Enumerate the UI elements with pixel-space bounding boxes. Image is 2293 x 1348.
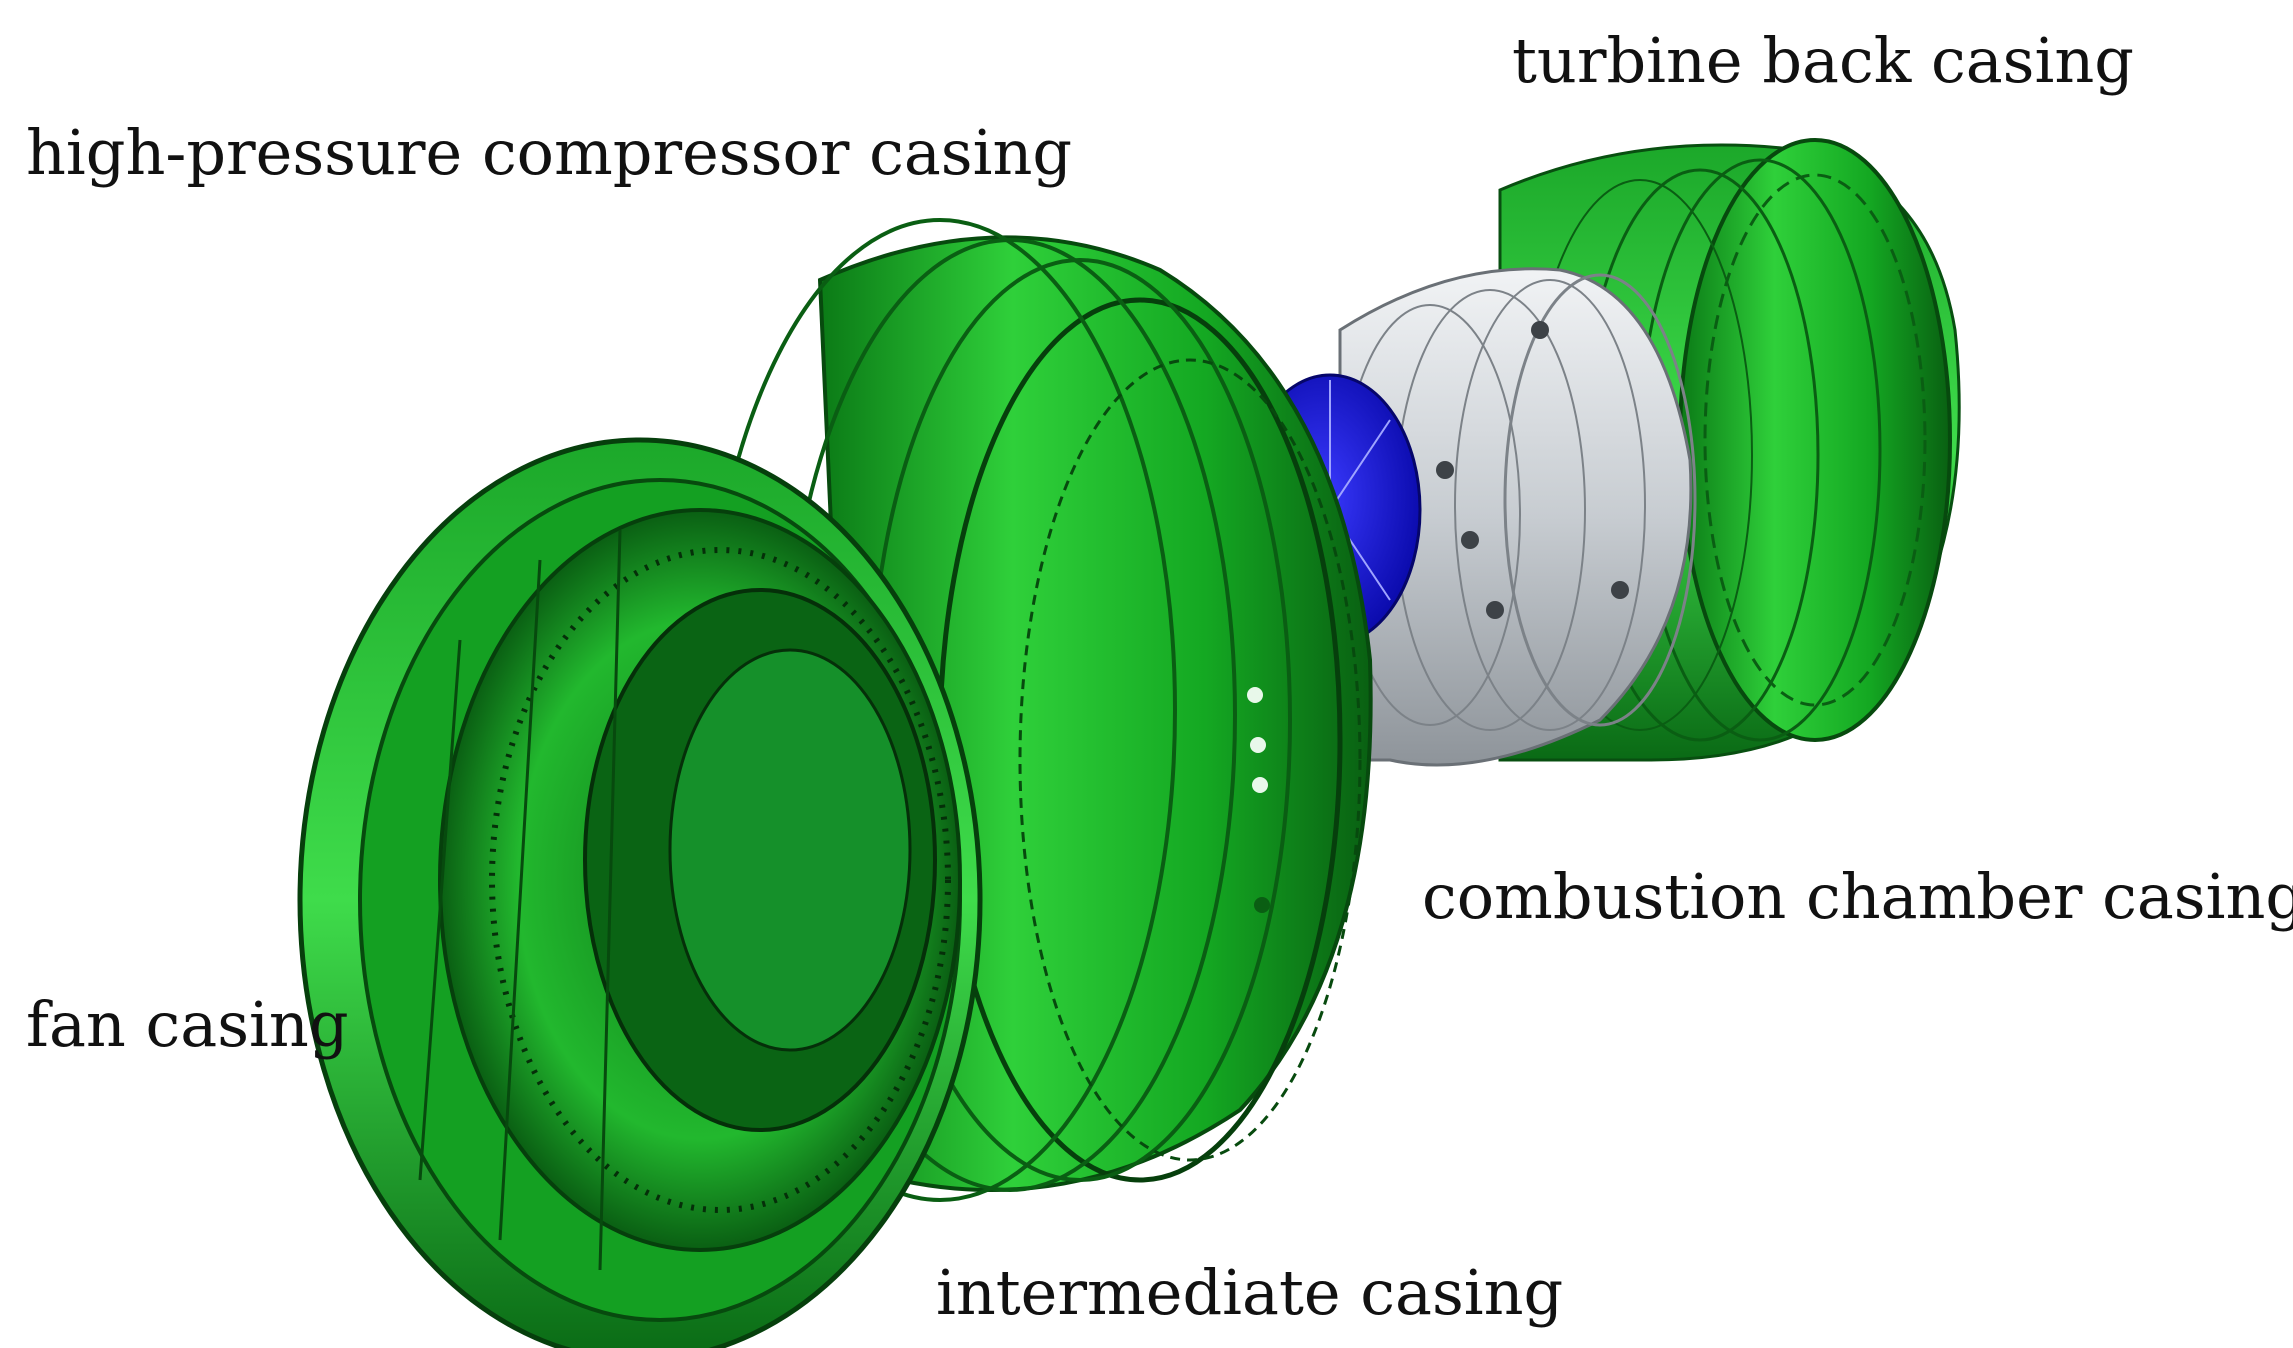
combustion-chamber-casing-shape — [1338, 267, 1697, 767]
label-high-pressure-compressor-casing: high-pressure compressor casing — [26, 116, 1073, 189]
fan-casing-shape — [297, 437, 983, 1348]
label-fan-casing: fan casing — [26, 988, 349, 1061]
label-combustion-chamber-casing: combustion chamber casing — [1422, 860, 2293, 933]
label-intermediate-casing: intermediate casing — [936, 1256, 1564, 1329]
label-turbine-back-casing: turbine back casing — [1512, 24, 2134, 97]
